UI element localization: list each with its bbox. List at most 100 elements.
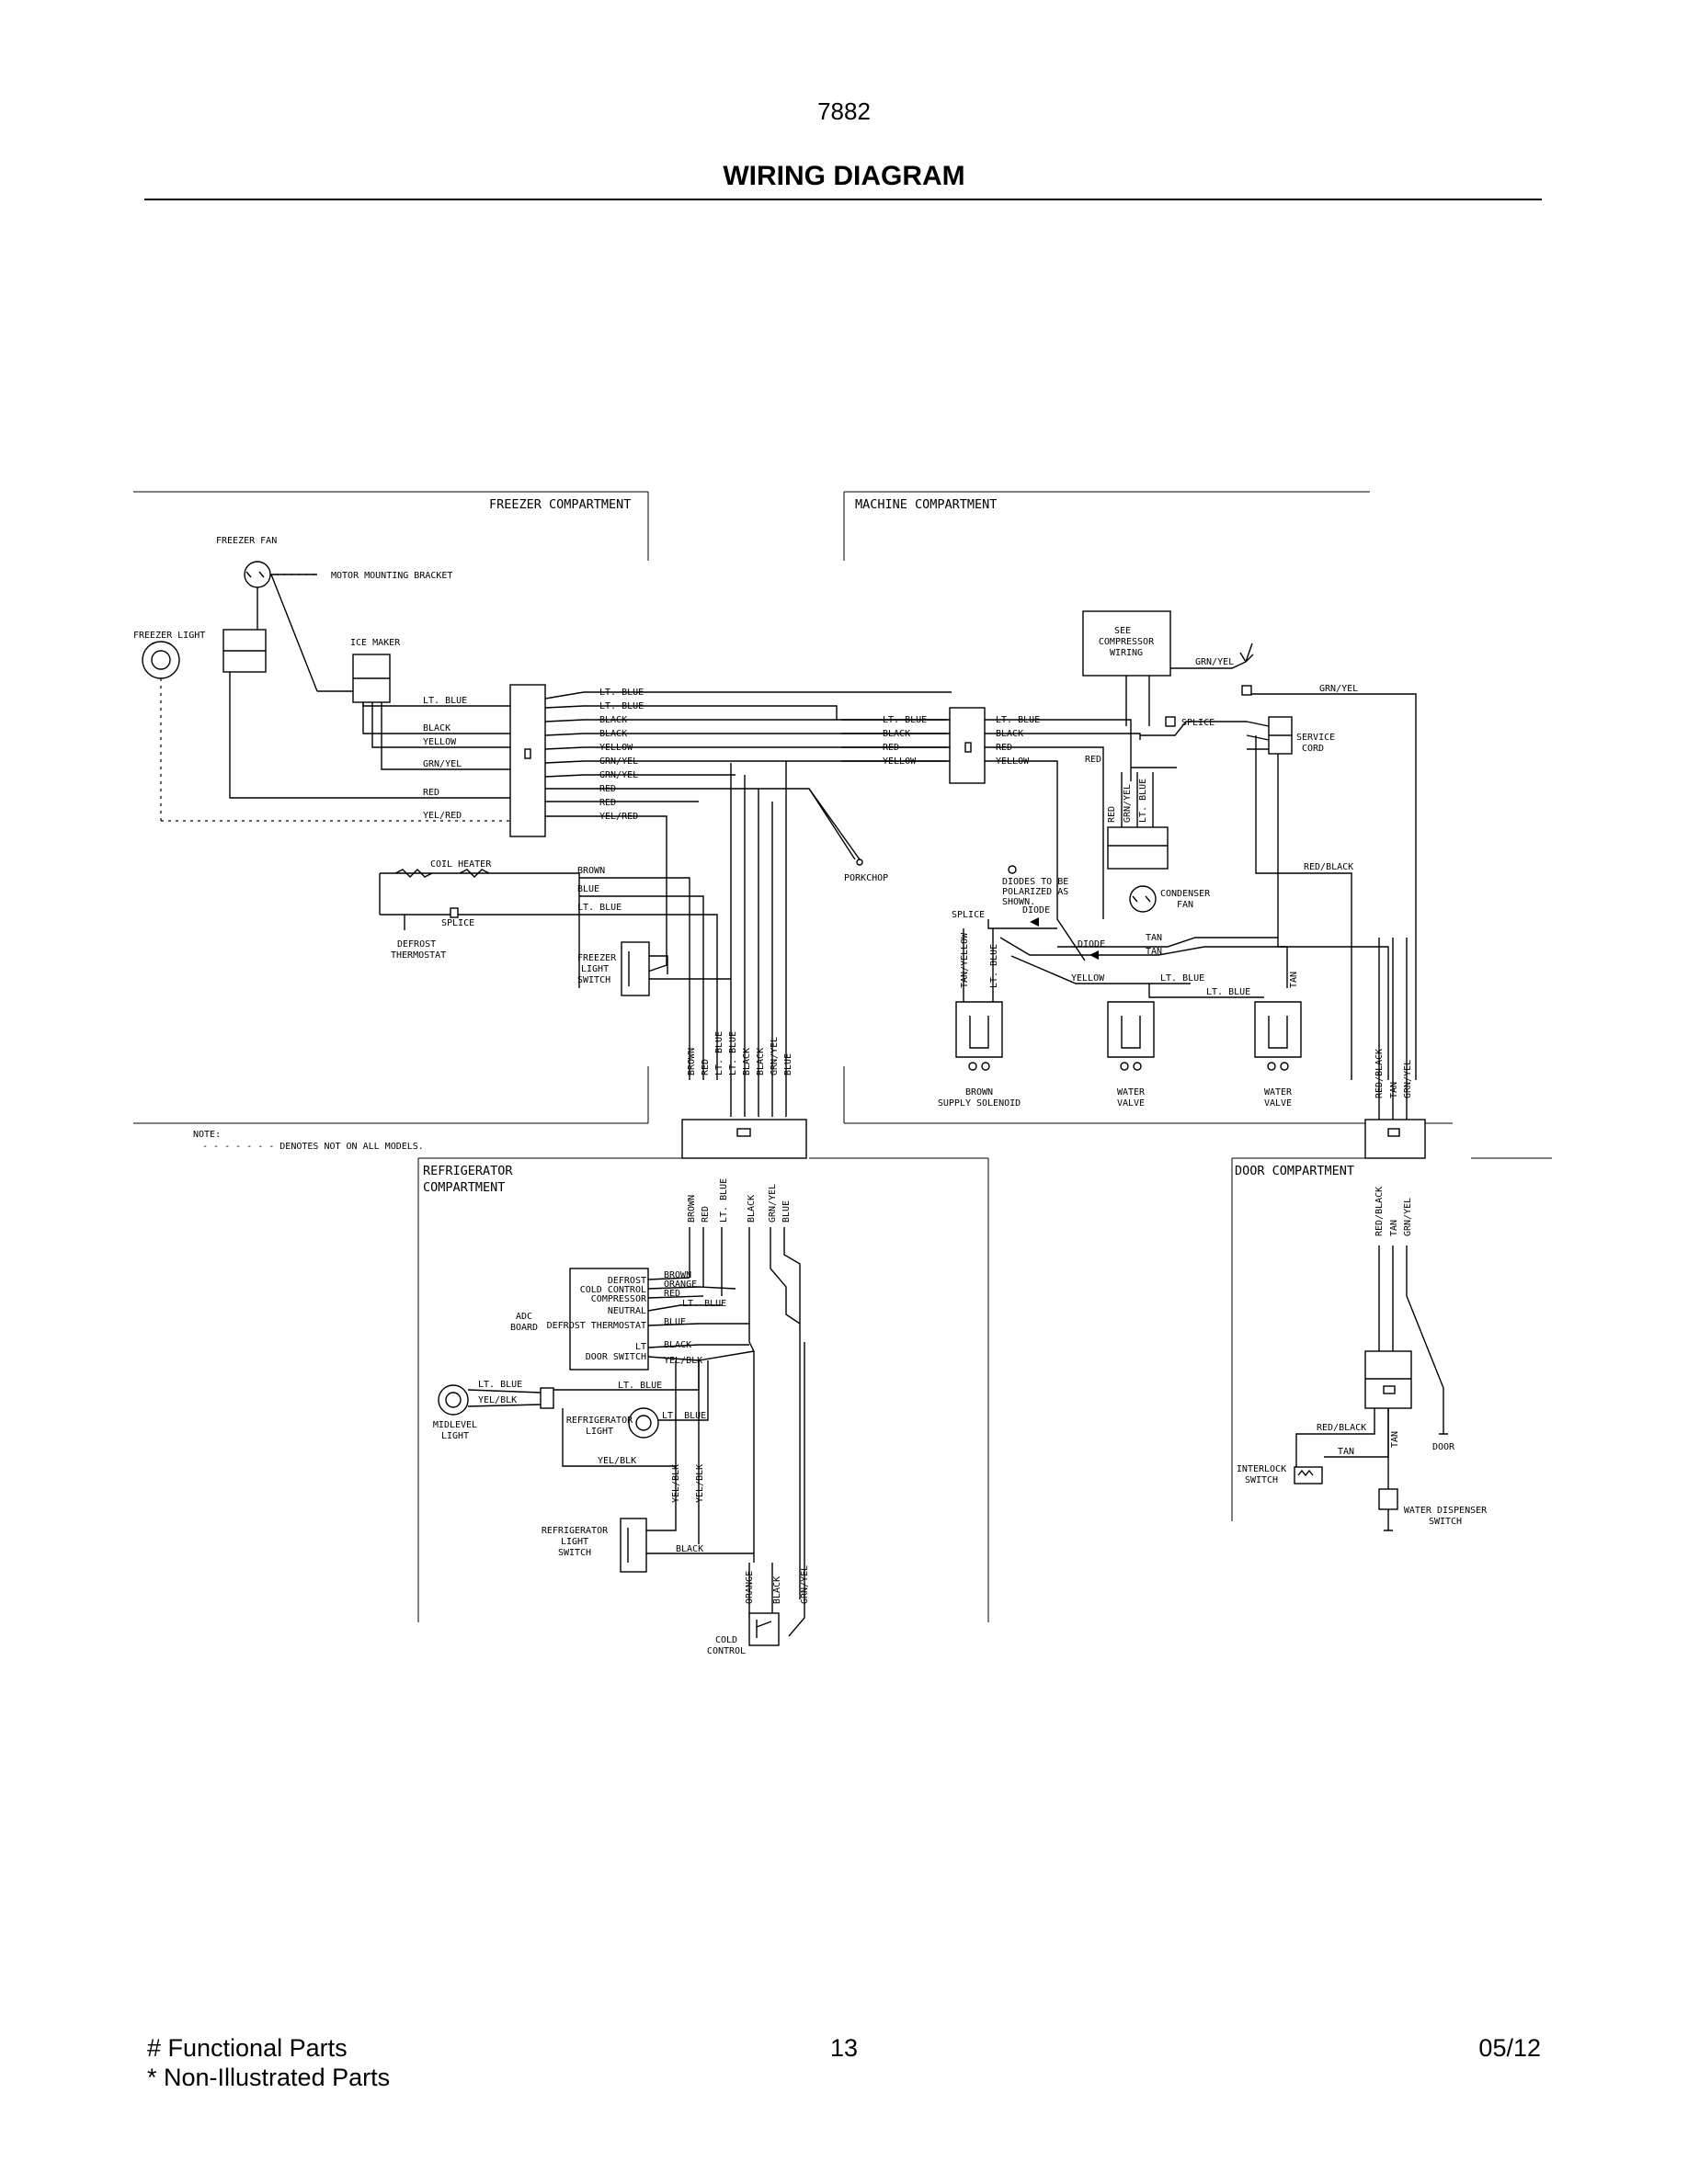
- wire-trunk-upper-4: BLACK: [742, 1048, 752, 1075]
- wire-machine-misc-5: TAN: [1146, 947, 1162, 957]
- wire-machine-vertical-3: TAN/YELLOW: [960, 932, 970, 988]
- wire-machine-misc-1: GRN/YEL: [1195, 657, 1234, 667]
- section-machine-label: MACHINE COMPARTMENT: [855, 497, 997, 512]
- wire-fridge-misc-0: LT. BLUE: [478, 1380, 522, 1390]
- wire-freezer-right-9: YEL/RED: [599, 812, 638, 822]
- section-refrigerator-label-1: REFRIGERATOR: [423, 1164, 513, 1178]
- splice-valve-label: SPLICE: [952, 910, 985, 920]
- footer-date: 05/12: [1478, 2034, 1541, 2062]
- freezer-fan-label: FREEZER FAN: [216, 536, 277, 546]
- freezer-trunk: [730, 761, 787, 1117]
- midlevel-light-label-2: LIGHT: [441, 1431, 469, 1441]
- midlevel-light-label-1: MIDLEVEL: [433, 1420, 477, 1430]
- wire-trunk-lower-5: BLUE: [781, 1200, 792, 1223]
- wire-fridge-misc-3: LT. BLUE: [662, 1411, 706, 1421]
- adc-terminal-4: DEFROST THERMOSTAT: [547, 1321, 646, 1331]
- wire-machine-misc-2: GRN/YEL: [1319, 684, 1358, 694]
- refrigerator-light-switch-label-3: SWITCH: [558, 1548, 591, 1558]
- coil-heater-label: COIL HEATER: [430, 859, 492, 870]
- water-dispenser-switch: [1378, 1488, 1398, 1510]
- wire-fridge-misc-5: BLACK: [676, 1544, 703, 1554]
- wire-machine-misc-0: RED: [1085, 755, 1101, 765]
- condenser-connector: [1107, 826, 1169, 870]
- wire-freezer-left-0: LT. BLUE: [423, 696, 467, 706]
- condenser-fan-label-2: FAN: [1177, 900, 1193, 910]
- wire-machine-out-1: BLACK: [996, 729, 1023, 739]
- wire-machine-in-0: LT. BLUE: [883, 715, 927, 725]
- section-freezer-label: FREEZER COMPARTMENT: [489, 497, 631, 512]
- diodes-note-1: DIODES TO BE: [1002, 877, 1068, 887]
- door-label: DOOR: [1432, 1442, 1455, 1452]
- footer-page-number: 13: [829, 2034, 859, 2062]
- motor-bracket-label: MOTOR MOUNTING BRACKET: [331, 571, 452, 581]
- supply-solenoid-label-2: SUPPLY SOLENOID: [938, 1098, 1021, 1109]
- wire-freezer-right-8: RED: [599, 798, 616, 808]
- water-valve-2: [1254, 1001, 1302, 1071]
- adc-terminal-3: NEUTRAL: [608, 1306, 646, 1316]
- freezer-right-wires: [544, 691, 952, 977]
- refrigerator-light-switch-label-2: LIGHT: [561, 1537, 588, 1547]
- wire-trunk-upper-5: BLACK: [756, 1048, 766, 1075]
- wire-trunk-lower-2: LT. BLUE: [719, 1178, 729, 1223]
- model-number: 7882: [817, 97, 871, 125]
- heater-wires: [579, 877, 718, 1080]
- defrost-thermostat-label-2: THERMOSTAT: [391, 950, 446, 961]
- wire-freezer-right-4: YELLOW: [599, 743, 633, 753]
- door-wires: [1378, 1246, 1444, 1425]
- diode-1-symbol: [1030, 917, 1039, 927]
- wire-adc-right-2: RED: [664, 1289, 680, 1299]
- wire-adc-right-5: BLACK: [664, 1340, 691, 1350]
- note-title: NOTE:: [193, 1130, 221, 1140]
- wire-machine-misc-7: LT. BLUE: [1160, 973, 1204, 984]
- refrigerator-light-switch-label-1: REFRIGERATOR: [542, 1526, 609, 1536]
- adc-terminal-5: LT: [635, 1342, 646, 1352]
- wire-machine-misc-6: YELLOW: [1071, 973, 1105, 984]
- wire-adc-right-3: LT. BLUE: [682, 1299, 726, 1309]
- cold-control: [748, 1612, 780, 1646]
- wire-heater-2: LT. BLUE: [577, 903, 622, 913]
- wire-freezer-left-5: YEL/RED: [423, 811, 462, 821]
- coil-heater: [379, 869, 580, 988]
- wire-freezer-left-4: RED: [423, 788, 439, 798]
- condenser-fan-label-1: CONDENSER: [1160, 889, 1211, 899]
- cold-control-label-2: CONTROL: [707, 1646, 746, 1656]
- wire-door-lower-0: RED/BLACK: [1374, 1187, 1385, 1236]
- wire-freezer-right-5: GRN/YEL: [599, 756, 638, 767]
- splice-machine-label: SPLICE: [1181, 718, 1215, 728]
- water-dispenser-switch-label-2: SWITCH: [1429, 1517, 1462, 1527]
- wire-heater-0: BROWN: [577, 866, 605, 876]
- wire-freezer-right-3: BLACK: [599, 729, 627, 739]
- wire-trunk-upper-1: RED: [701, 1059, 711, 1075]
- wire-fridge-vertical-1: YEL/BLK: [695, 1464, 705, 1503]
- compressor-label-3: WIRING: [1110, 648, 1143, 658]
- wire-machine-in-3: YELLOW: [883, 756, 917, 767]
- adc-board: [569, 1268, 649, 1371]
- wire-door-misc-0: RED/BLACK: [1317, 1423, 1366, 1433]
- freezer-light-switch-label-3: SWITCH: [577, 975, 610, 985]
- compressor-label-2: COMPRESSOR: [1099, 637, 1155, 647]
- wire-machine-vertical-1: GRN/YEL: [1123, 784, 1133, 823]
- wire-door-misc-2: TAN: [1390, 1431, 1400, 1448]
- water-valve-2-label-1: WATER: [1264, 1087, 1293, 1098]
- midlevel-light: [438, 1384, 469, 1416]
- adc-board-label-1: ADC: [516, 1312, 532, 1322]
- wire-machine-vertical-4: LT. BLUE: [989, 944, 999, 988]
- section-door-label: DOOR COMPARTMENT: [1235, 1164, 1354, 1178]
- freezer-light-label: FREEZER LIGHT: [133, 631, 205, 641]
- wire-fridge-vertical-3: BLACK: [772, 1576, 782, 1604]
- door-upper-wires: [1378, 938, 1408, 1120]
- wire-freezer-left-1: BLACK: [423, 723, 451, 734]
- wire-fridge-misc-2: LT. BLUE: [618, 1381, 662, 1391]
- section-refrigerator-label-2: COMPARTMENT: [423, 1180, 505, 1195]
- service-cord-label-1: SERVICE: [1296, 733, 1335, 743]
- diodes-note-2: POLARIZED AS: [1002, 887, 1068, 897]
- machine-in-wires: [841, 719, 950, 762]
- diodes-note-3: SHOWN.: [1002, 897, 1035, 907]
- wire-freezer-right-7: RED: [599, 784, 616, 794]
- wire-machine-out-2: RED: [996, 743, 1012, 753]
- supply-solenoid-label-1: BROWN: [965, 1087, 993, 1098]
- wire-adc-right-1: ORANGE: [664, 1280, 697, 1290]
- freezer-light-switch-label-2: LIGHT: [581, 964, 609, 974]
- wire-freezer-right-1: LT. BLUE: [599, 701, 644, 711]
